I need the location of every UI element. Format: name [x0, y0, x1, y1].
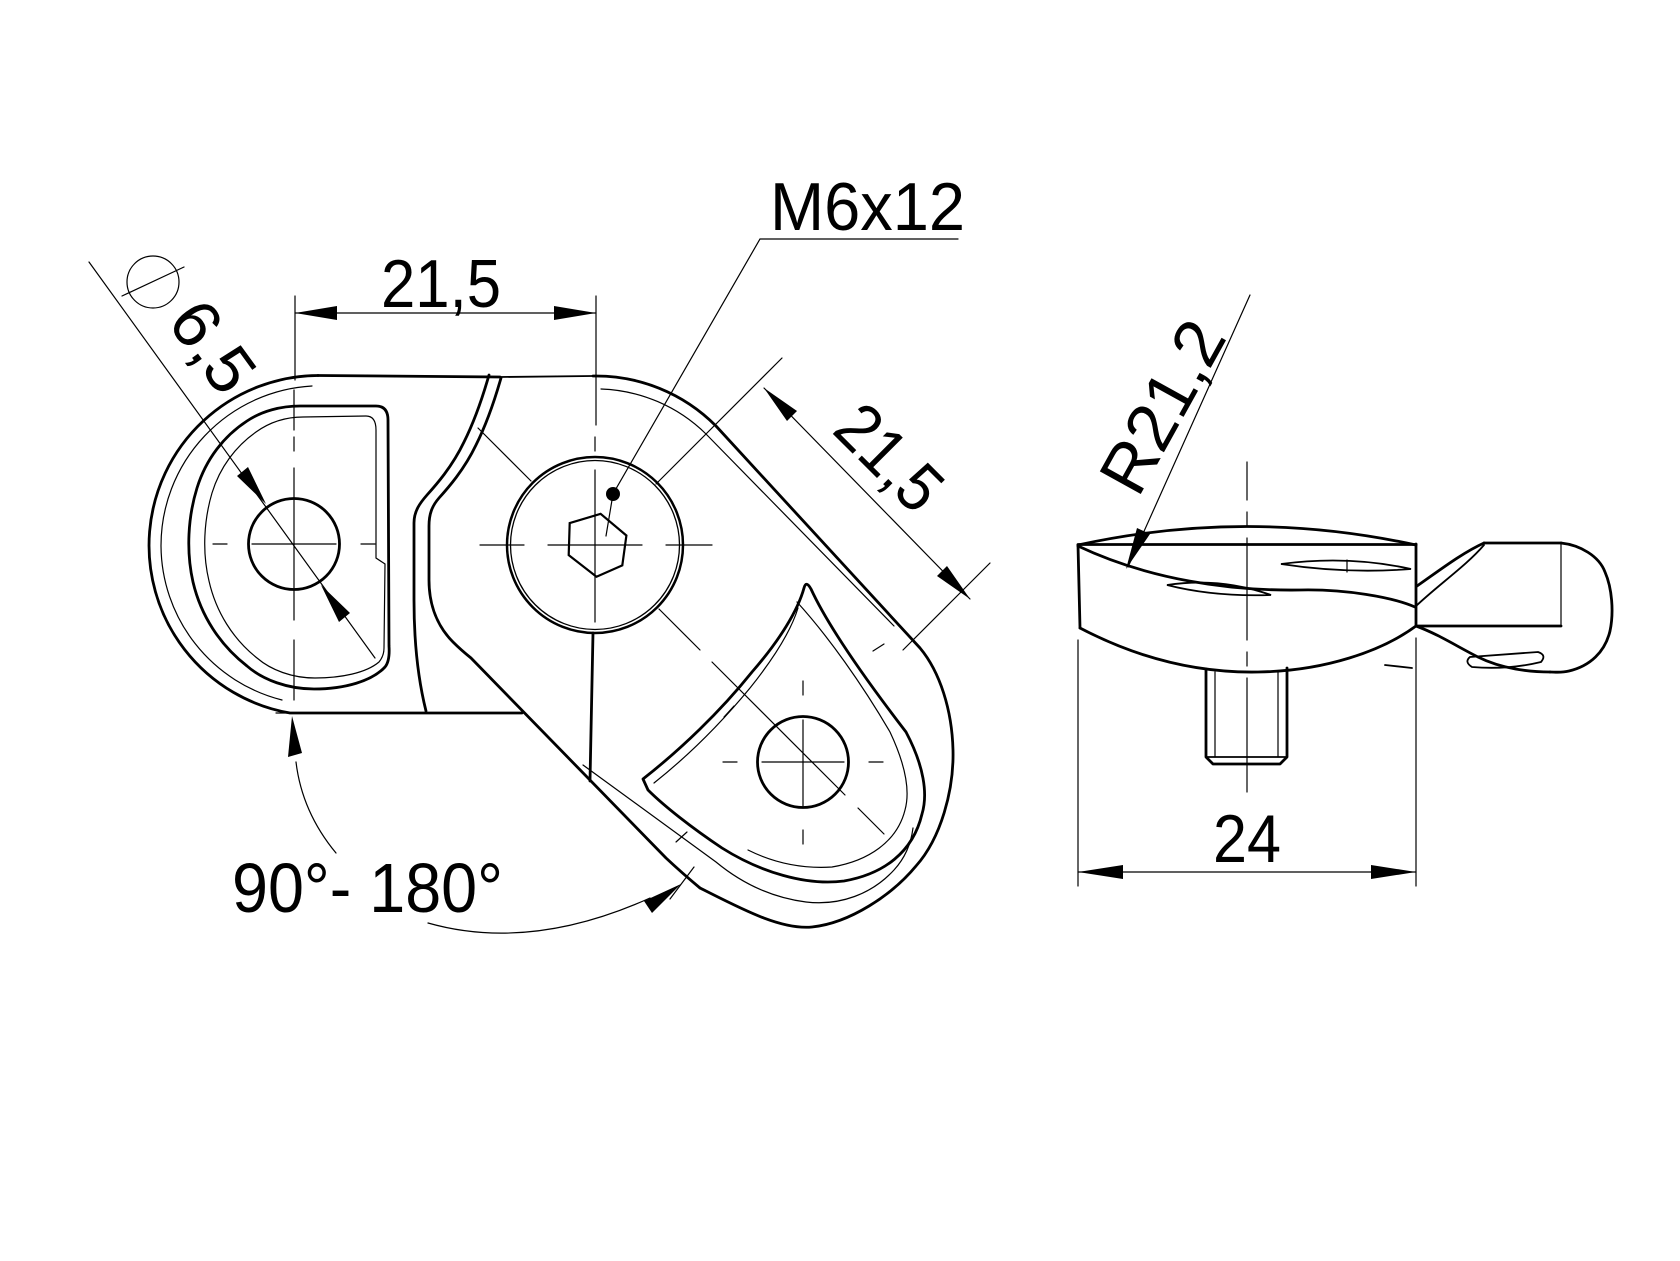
svg-text:M6x12: M6x12	[770, 169, 965, 245]
svg-text:24: 24	[1213, 801, 1281, 877]
svg-text:90°- 180°: 90°- 180°	[232, 849, 503, 927]
svg-text:21,5: 21,5	[381, 246, 501, 322]
